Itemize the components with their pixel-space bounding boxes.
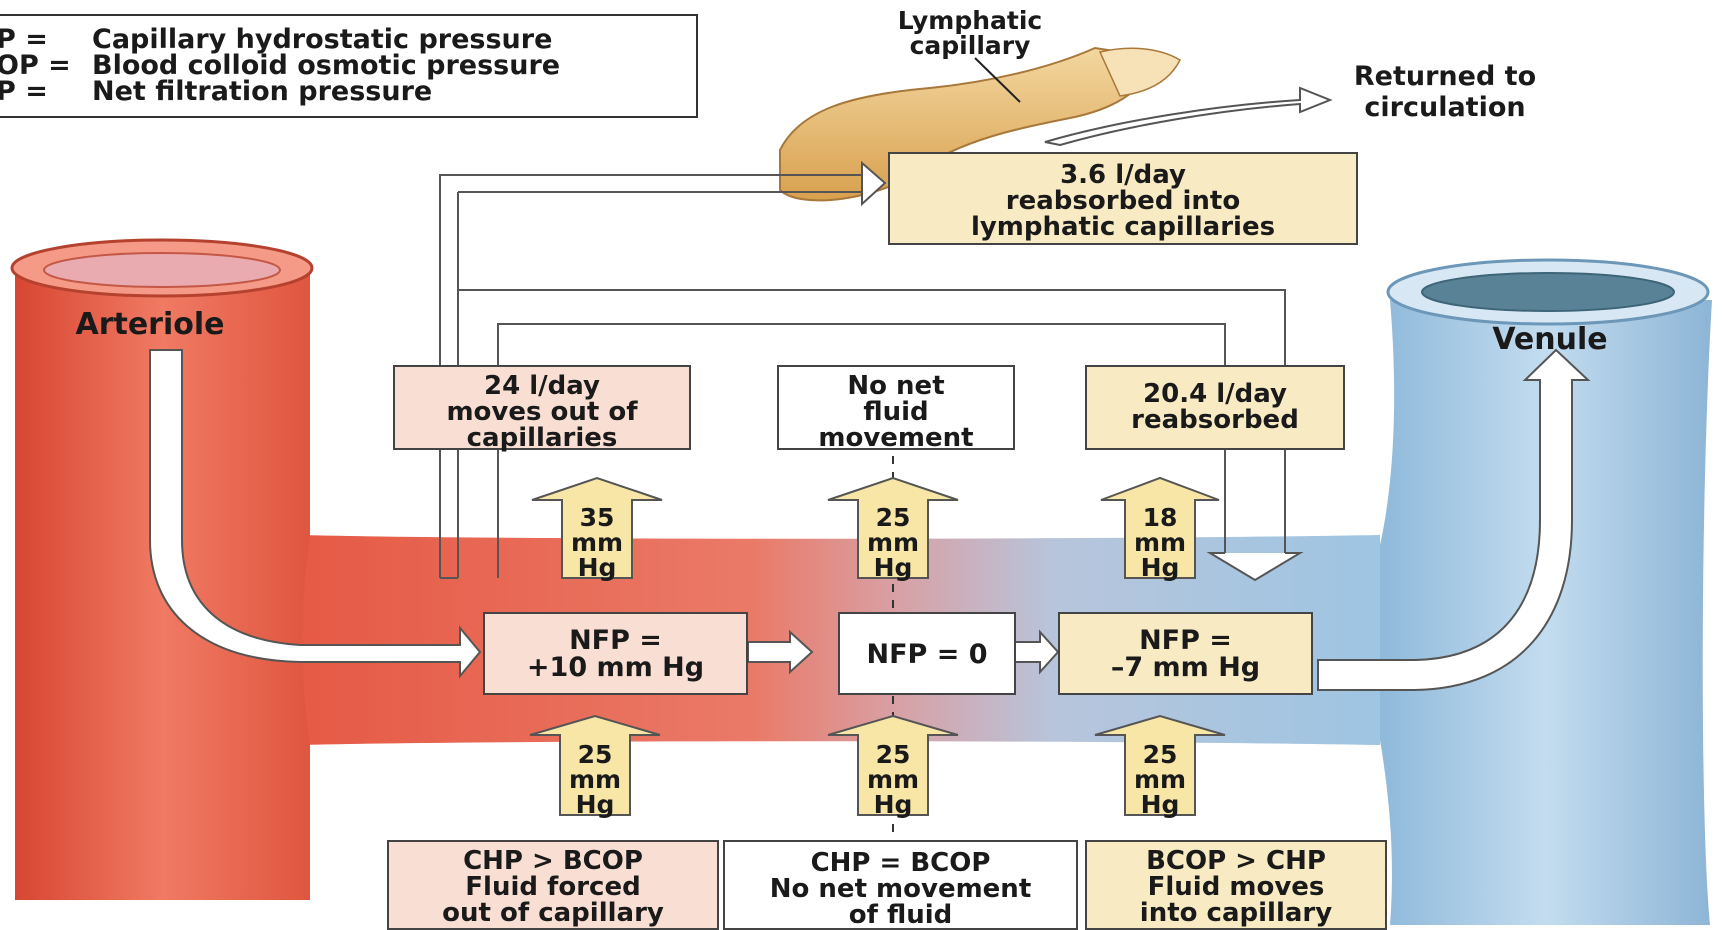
returned-arrow bbox=[1044, 86, 1333, 147]
venule-label: Venule bbox=[1492, 322, 1608, 357]
upper-pressure-arrows bbox=[531, 476, 1220, 579]
nfp-venous-box: NFP = –7 mm Hg bbox=[1058, 612, 1313, 695]
reabsorption-condition-box: BCOP > CHP Fluid moves into capillary bbox=[1085, 840, 1387, 930]
venule-flow-arrow bbox=[1317, 348, 1591, 691]
legend-abbr: P = bbox=[0, 76, 48, 107]
arteriole-flow-arrow bbox=[149, 349, 482, 679]
filtration-condition-box: CHP > BCOP Fluid forced out of capillary bbox=[387, 840, 719, 930]
legend-text: Net filtration pressure bbox=[92, 76, 433, 107]
legend-box: P = Capillary hydrostatic pressure OP = … bbox=[0, 14, 698, 118]
no-net-movement-box: No net fluid movement bbox=[777, 365, 1015, 451]
upper-arrow-label: 35 mm Hg bbox=[570, 503, 624, 582]
equilibrium-condition-box: CHP = BCOP No net movement of fluid bbox=[723, 840, 1078, 930]
lower-arrow-label: 25 mm Hg bbox=[866, 740, 920, 819]
legend-text: Capillary hydrostatic pressure bbox=[92, 24, 553, 55]
reabsorbed-volume-box: 20.4 l/day reabsorbed bbox=[1085, 365, 1345, 450]
legend-abbr: OP = bbox=[0, 50, 71, 81]
legend-abbr: P = bbox=[0, 24, 48, 55]
lower-pressure-arrows bbox=[529, 714, 1226, 816]
lower-arrow-label: 25 mm Hg bbox=[568, 740, 622, 819]
legend-text: Blood colloid osmotic pressure bbox=[92, 50, 561, 81]
nfp-arterial-box: NFP = +10 mm Hg bbox=[483, 612, 748, 695]
lymph-reabsorbed-box: 3.6 l/day reabsorbed into lymphatic capi… bbox=[888, 152, 1358, 245]
arteriole-label: Arteriole bbox=[75, 307, 225, 342]
filtration-volume-box: 24 l/day moves out of capillaries bbox=[393, 365, 691, 451]
upper-arrow-label: 25 mm Hg bbox=[866, 503, 920, 582]
upper-arrow-label: 18 mm Hg bbox=[1133, 503, 1187, 582]
nfp-midpoint-box: NFP = 0 bbox=[838, 612, 1016, 695]
lower-arrow-label: 25 mm Hg bbox=[1133, 740, 1187, 819]
returned-to-circulation-label: Returned to circulation bbox=[1353, 61, 1537, 123]
lymphatic-capillary-label: Lymphatic capillary bbox=[897, 6, 1043, 60]
